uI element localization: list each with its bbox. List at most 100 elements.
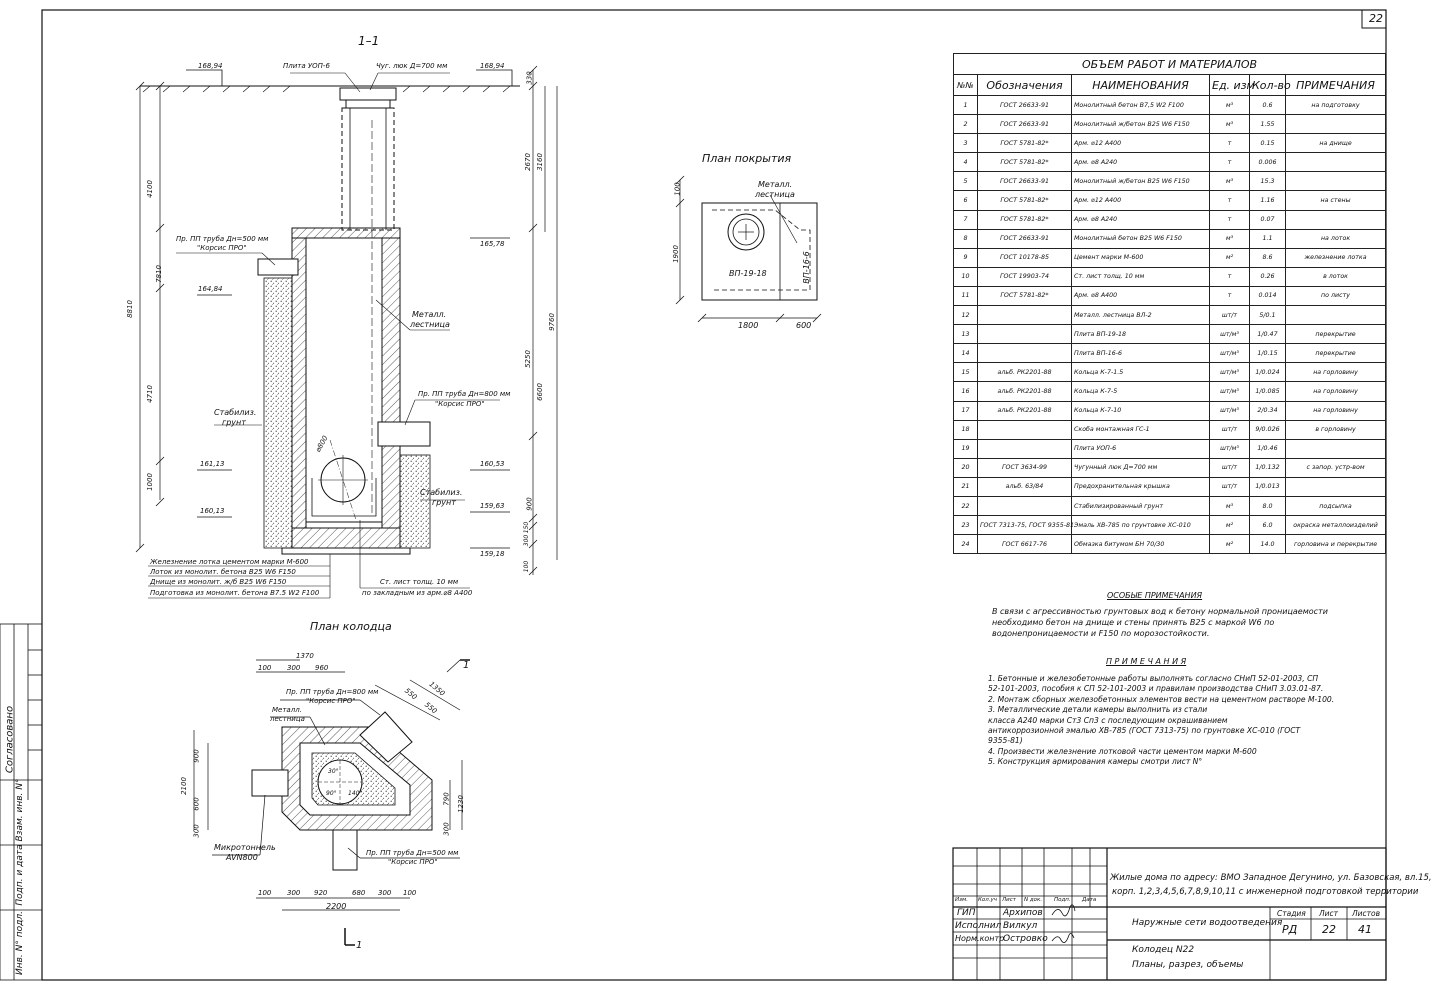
materials-cell: 24 (953, 534, 978, 555)
materials-cell: подсыпка (1284, 495, 1387, 517)
well-dim-680: 680 (352, 889, 366, 897)
materials-cell (1284, 171, 1387, 192)
materials-cell: 19 (953, 438, 978, 459)
materials-cell: Чугунный люк Д=700 мм (1071, 457, 1210, 478)
angle-90: 90° (326, 790, 337, 797)
special-note-line: водонепроницаемости и F150 по морозостой… (992, 629, 1210, 638)
well-dim-2200: 2200 (326, 902, 347, 911)
sheet-header: Лист (1319, 909, 1339, 918)
note-line: 52-101-2003, пособия к СП 52-101-2003 и … (988, 684, 1324, 694)
materials-cell: 1/0.024 (1249, 362, 1286, 383)
stamp-agreed: Согласовано (4, 705, 16, 774)
stamp-sign-date: Подп. и дата (15, 844, 25, 906)
section-name: Наружные сети водоотведения (1132, 918, 1283, 928)
soil-left-1: Стабилиз. (214, 408, 257, 417)
materials-cell: 3 (953, 133, 978, 154)
materials-cell (1284, 209, 1387, 230)
materials-cell: 0.014 (1249, 285, 1286, 307)
materials-cell: 11 (953, 285, 978, 307)
materials-cell: т (1209, 133, 1250, 154)
materials-cell: м³ (1209, 94, 1250, 116)
role-gip: ГИП (957, 908, 976, 918)
materials-cell: перекрытие (1284, 324, 1387, 345)
materials-cell: альб. РК2201-88 (977, 381, 1072, 402)
soil-right-1: Стабилиз. (420, 488, 463, 497)
note-line: 4. Произвести железнение лотковой части … (988, 746, 1257, 756)
name-arkhipov: Архипов (1003, 908, 1043, 918)
elevation-159-63: 159,63 (480, 502, 505, 510)
materials-cell: 1/0.013 (1249, 476, 1286, 497)
materials-cell: ГОСТ 10178-85 (977, 247, 1072, 268)
materials-col-header: №№ (953, 74, 978, 96)
materials-title: ОБЪЕМ РАБОТ И МАТЕРИАЛОВ (952, 53, 1387, 75)
materials-cell: ГОСТ 26633-91 (977, 171, 1072, 192)
materials-cell: Арм. ⌀12 А400 (1071, 190, 1210, 211)
well-plan-drawing (193, 659, 470, 946)
materials-cell: на горловину (1284, 400, 1387, 421)
materials-cell: ГОСТ 26633-91 (977, 114, 1072, 135)
name-vilkul: Вилкул (1003, 921, 1038, 931)
note-line: антикоррозионной эмалью ХВ-785 (ГОСТ 731… (988, 726, 1301, 736)
dim-4100: 4100 (145, 180, 154, 198)
materials-cell: 18 (953, 419, 978, 440)
materials-cell: 13 (953, 324, 978, 345)
note-line: 1. Бетонные и железобетонные работы выпо… (988, 674, 1319, 683)
plate-label: Плита УОП-6 (283, 62, 330, 70)
materials-cell: 1.16 (1249, 190, 1286, 211)
sheet-frame (41, 9, 1387, 981)
dim-4710: 4710 (145, 385, 154, 403)
special-note-line: необходимо бетон на днище и стены принят… (992, 618, 1275, 627)
well-dim-2100: 2100 (179, 777, 188, 795)
side-stamp (0, 623, 43, 981)
cut-mark-top: 1 (463, 660, 470, 671)
soil-right-2: грунт (432, 498, 456, 507)
special-notes-text: В связи с агрессивностью грунтовых вод к… (992, 606, 1328, 639)
materials-cell: шт/м³ (1209, 438, 1250, 459)
section-1-1-title: 1–1 (358, 34, 380, 48)
stage-value: РД (1282, 923, 1298, 936)
dim-900: 900 (525, 497, 534, 511)
materials-cell: 0.07 (1249, 209, 1286, 230)
materials-cell: на горловину (1284, 381, 1387, 402)
drawing-sheet (0, 9, 1387, 981)
well-pipe-bottom: Пр. ПП труба Дн=500 мм (366, 849, 459, 857)
angle-140: 140° (348, 790, 363, 797)
well-dim-bot-300b: 300 (378, 889, 392, 897)
materials-cell: Плита ВП-19-18 (1071, 324, 1210, 345)
materials-cell: 2 (953, 114, 978, 135)
materials-cell: м³ (1209, 171, 1250, 192)
soil-left-2: грунт (222, 418, 246, 427)
materials-cell: Монолитный ж/бетон В25 W6 F150 (1071, 114, 1210, 135)
dim-1000: 1000 (145, 473, 154, 491)
materials-cell: т (1209, 285, 1250, 307)
materials-cell: ГОСТ 5781-82* (977, 190, 1072, 211)
materials-cell: ГОСТ 7313-75, ГОСТ 9355-81 (977, 515, 1074, 536)
materials-cell: ГОСТ 26633-91 (977, 228, 1072, 249)
well-dim-left-300: 300 (192, 824, 201, 838)
dim-9760: 9760 (547, 313, 556, 331)
dim-3160: 3160 (535, 153, 544, 171)
materials-cell: ГОСТ 5781-82* (977, 209, 1072, 230)
materials-cell: на днище (1284, 133, 1387, 154)
inlet-pipe-label: Пр. ПП труба Дн=500 мм (176, 235, 269, 243)
materials-cell: 17 (953, 400, 978, 421)
well-ladder-1: Металл. (272, 706, 302, 714)
dim-330: 330 (525, 71, 534, 85)
materials-cell: в горловину (1284, 419, 1387, 440)
materials-cell: Эмаль ХВ-785 по грунтовке ХС-010 (1071, 515, 1210, 536)
outlet-pipe-label: Пр. ПП труба Дн=800 мм (418, 390, 511, 398)
steel-sheet-label-1: Ст. лист толщ. 10 мм (380, 578, 459, 586)
materials-cell: альб. 63/84 (977, 476, 1072, 497)
materials-cell: Арм. ⌀8 А240 (1071, 152, 1210, 173)
cover-dim-1900: 1900 (671, 245, 680, 263)
angle-30: 30° (328, 768, 339, 775)
materials-cell: 14 (953, 343, 978, 364)
materials-cell (1284, 152, 1387, 173)
well-dim-790: 790 (442, 792, 451, 806)
